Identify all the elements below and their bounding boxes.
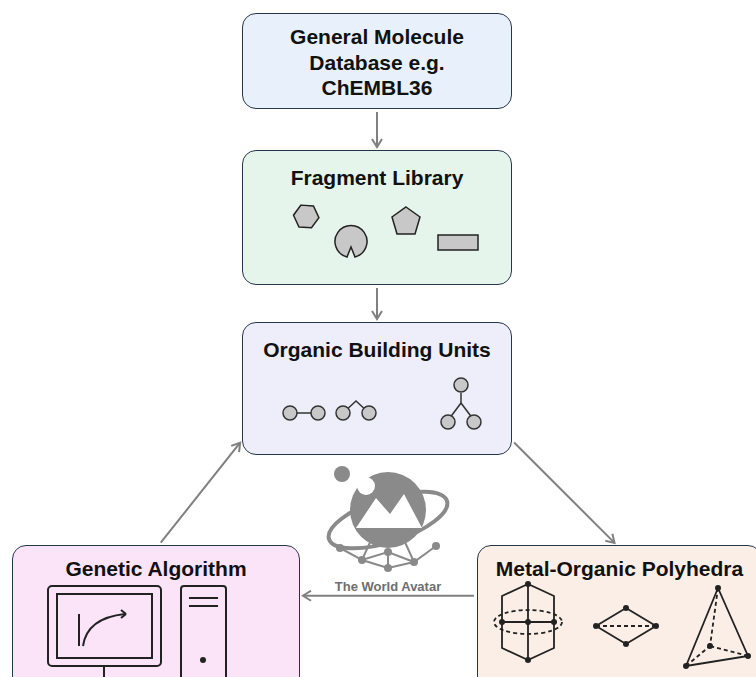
node-title: Genetic Algorithm	[13, 556, 299, 582]
node-title: Fragment Library	[243, 165, 511, 191]
process-box: Organic Building Units	[242, 322, 512, 455]
process-box: Fragment Library	[242, 150, 512, 285]
node-title: Organic Building Units	[243, 337, 511, 363]
logo-label: The World Avatar	[333, 579, 443, 594]
flow-arrow	[376, 112, 378, 147]
flow-arrow	[376, 288, 378, 319]
flow-arrow	[514, 442, 614, 542]
node-title: General Molecule Database e.g. ChEMBL36	[272, 24, 482, 101]
process-box: Metal-Organic Polyhedra	[477, 545, 756, 677]
process-box: General Molecule Database e.g. ChEMBL36	[242, 13, 512, 109]
flow-arrow	[303, 595, 474, 597]
flow-arrow	[161, 443, 240, 543]
node-title: Metal-Organic Polyhedra	[478, 556, 756, 582]
process-box: Genetic Algorithm	[12, 545, 300, 677]
